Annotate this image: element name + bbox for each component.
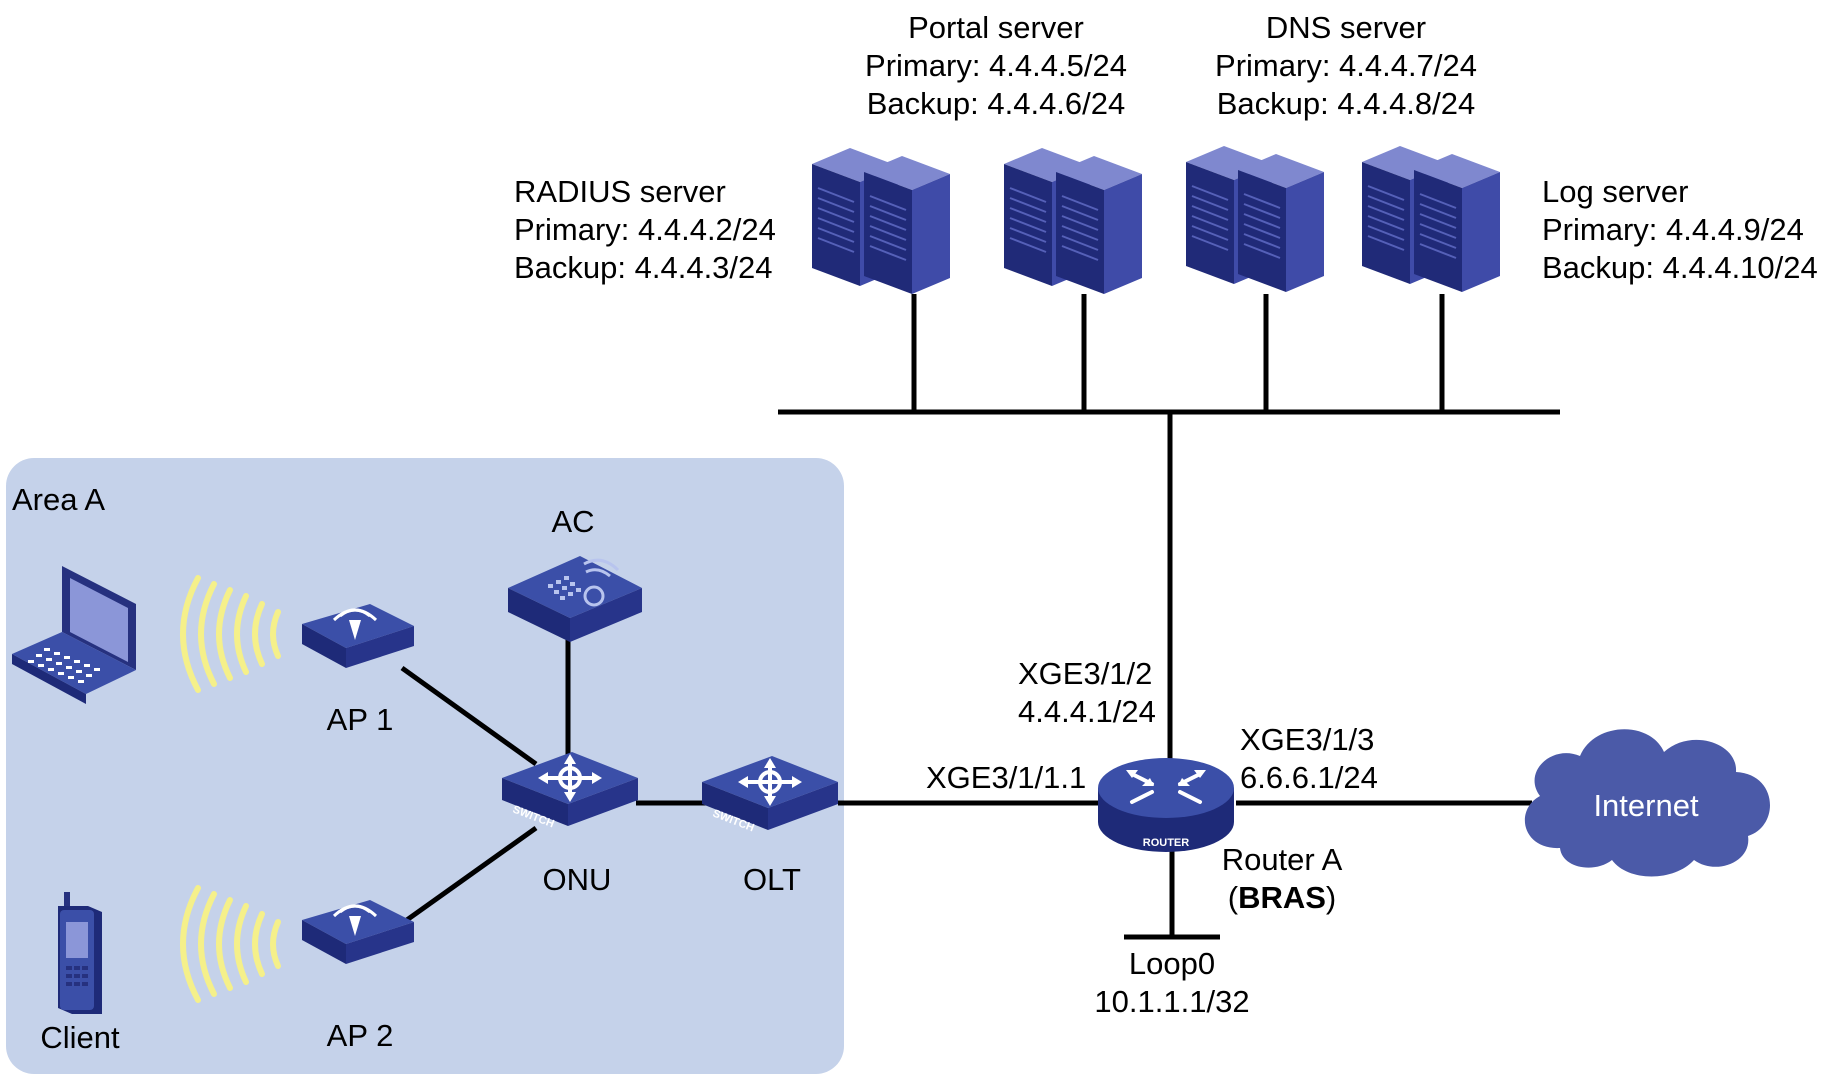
portal-server-backup: Backup: 4.4.4.6/24: [867, 86, 1126, 121]
xge313-interface: XGE3/1/3: [1240, 722, 1374, 757]
links: [400, 294, 1560, 940]
log-server-label: Log server Primary: 4.4.4.9/24 Backup: 4…: [1542, 174, 1818, 285]
xge312-interface: XGE3/1/2: [1018, 656, 1152, 691]
radius-server-label: RADIUS server Primary: 4.4.4.2/24 Backup…: [514, 174, 776, 285]
radius-server-backup: Backup: 4.4.4.3/24: [514, 250, 773, 285]
router-role-close: ): [1326, 880, 1336, 915]
ap2-label: AP 2: [327, 1018, 394, 1053]
router-name: Router A: [1222, 842, 1343, 877]
dns-server-label: DNS server Primary: 4.4.4.7/24 Backup: 4…: [1215, 10, 1477, 121]
client-label: Client: [40, 1020, 120, 1055]
ap2-onu-link: [402, 825, 538, 925]
router-badge: ROUTER: [1143, 837, 1190, 849]
radius-server-title: RADIUS server: [514, 174, 726, 209]
laptop-icon: [12, 566, 136, 704]
loop0-interface: Loop0: [1129, 946, 1215, 981]
radius-server-icon: [812, 148, 950, 294]
dns-server-icon: [1186, 146, 1324, 292]
ap1-onu-link: [400, 665, 538, 767]
xge313-ip: 6.6.6.1/24: [1240, 760, 1378, 795]
dns-server-primary: Primary: 4.4.4.7/24: [1215, 48, 1477, 83]
router-role-open: (: [1228, 880, 1239, 915]
log-server-title: Log server: [1542, 174, 1688, 209]
olt-label: OLT: [743, 862, 801, 897]
internet-cloud-icon: [1524, 729, 1770, 877]
router-role: (BRAS): [1228, 880, 1337, 915]
radius-server-primary: Primary: 4.4.4.2/24: [514, 212, 776, 247]
portal-server-label: Portal server Primary: 4.4.4.5/24 Backup…: [865, 10, 1127, 121]
ac-device-icon: [508, 556, 642, 642]
xge312-ip: 4.4.4.1/24: [1018, 694, 1156, 729]
portal-server-title: Portal server: [908, 10, 1084, 45]
router-icon: [1098, 758, 1234, 852]
loop0-ip: 10.1.1.1/32: [1094, 984, 1249, 1019]
dns-server-title: DNS server: [1266, 10, 1426, 45]
onu-label: ONU: [543, 862, 612, 897]
router-role-name: BRAS: [1238, 880, 1326, 915]
log-server-backup: Backup: 4.4.4.10/24: [1542, 250, 1818, 285]
ac-label: AC: [551, 504, 594, 539]
ap1-label: AP 1: [327, 702, 394, 737]
portal-server-primary: Primary: 4.4.4.5/24: [865, 48, 1127, 83]
area-a-background: [6, 458, 844, 1074]
phone-client-icon: [58, 892, 102, 1014]
area-a-label: Area A: [12, 482, 105, 517]
dns-server-backup: Backup: 4.4.4.8/24: [1217, 86, 1476, 121]
portal-server-icon: [1004, 148, 1142, 294]
log-server-primary: Primary: 4.4.4.9/24: [1542, 212, 1804, 247]
log-server-icon: [1362, 146, 1500, 292]
internet-label: Internet: [1593, 788, 1699, 823]
xge311-interface: XGE3/1/1.1: [926, 760, 1086, 795]
